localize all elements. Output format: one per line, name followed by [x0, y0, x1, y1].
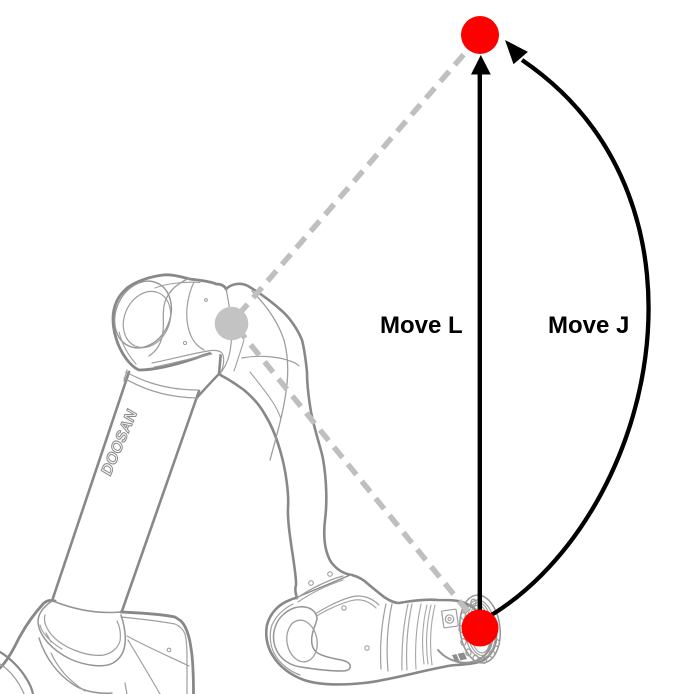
svg-text:Move L: Move L	[380, 312, 463, 339]
svg-text:Move J: Move J	[548, 312, 629, 339]
